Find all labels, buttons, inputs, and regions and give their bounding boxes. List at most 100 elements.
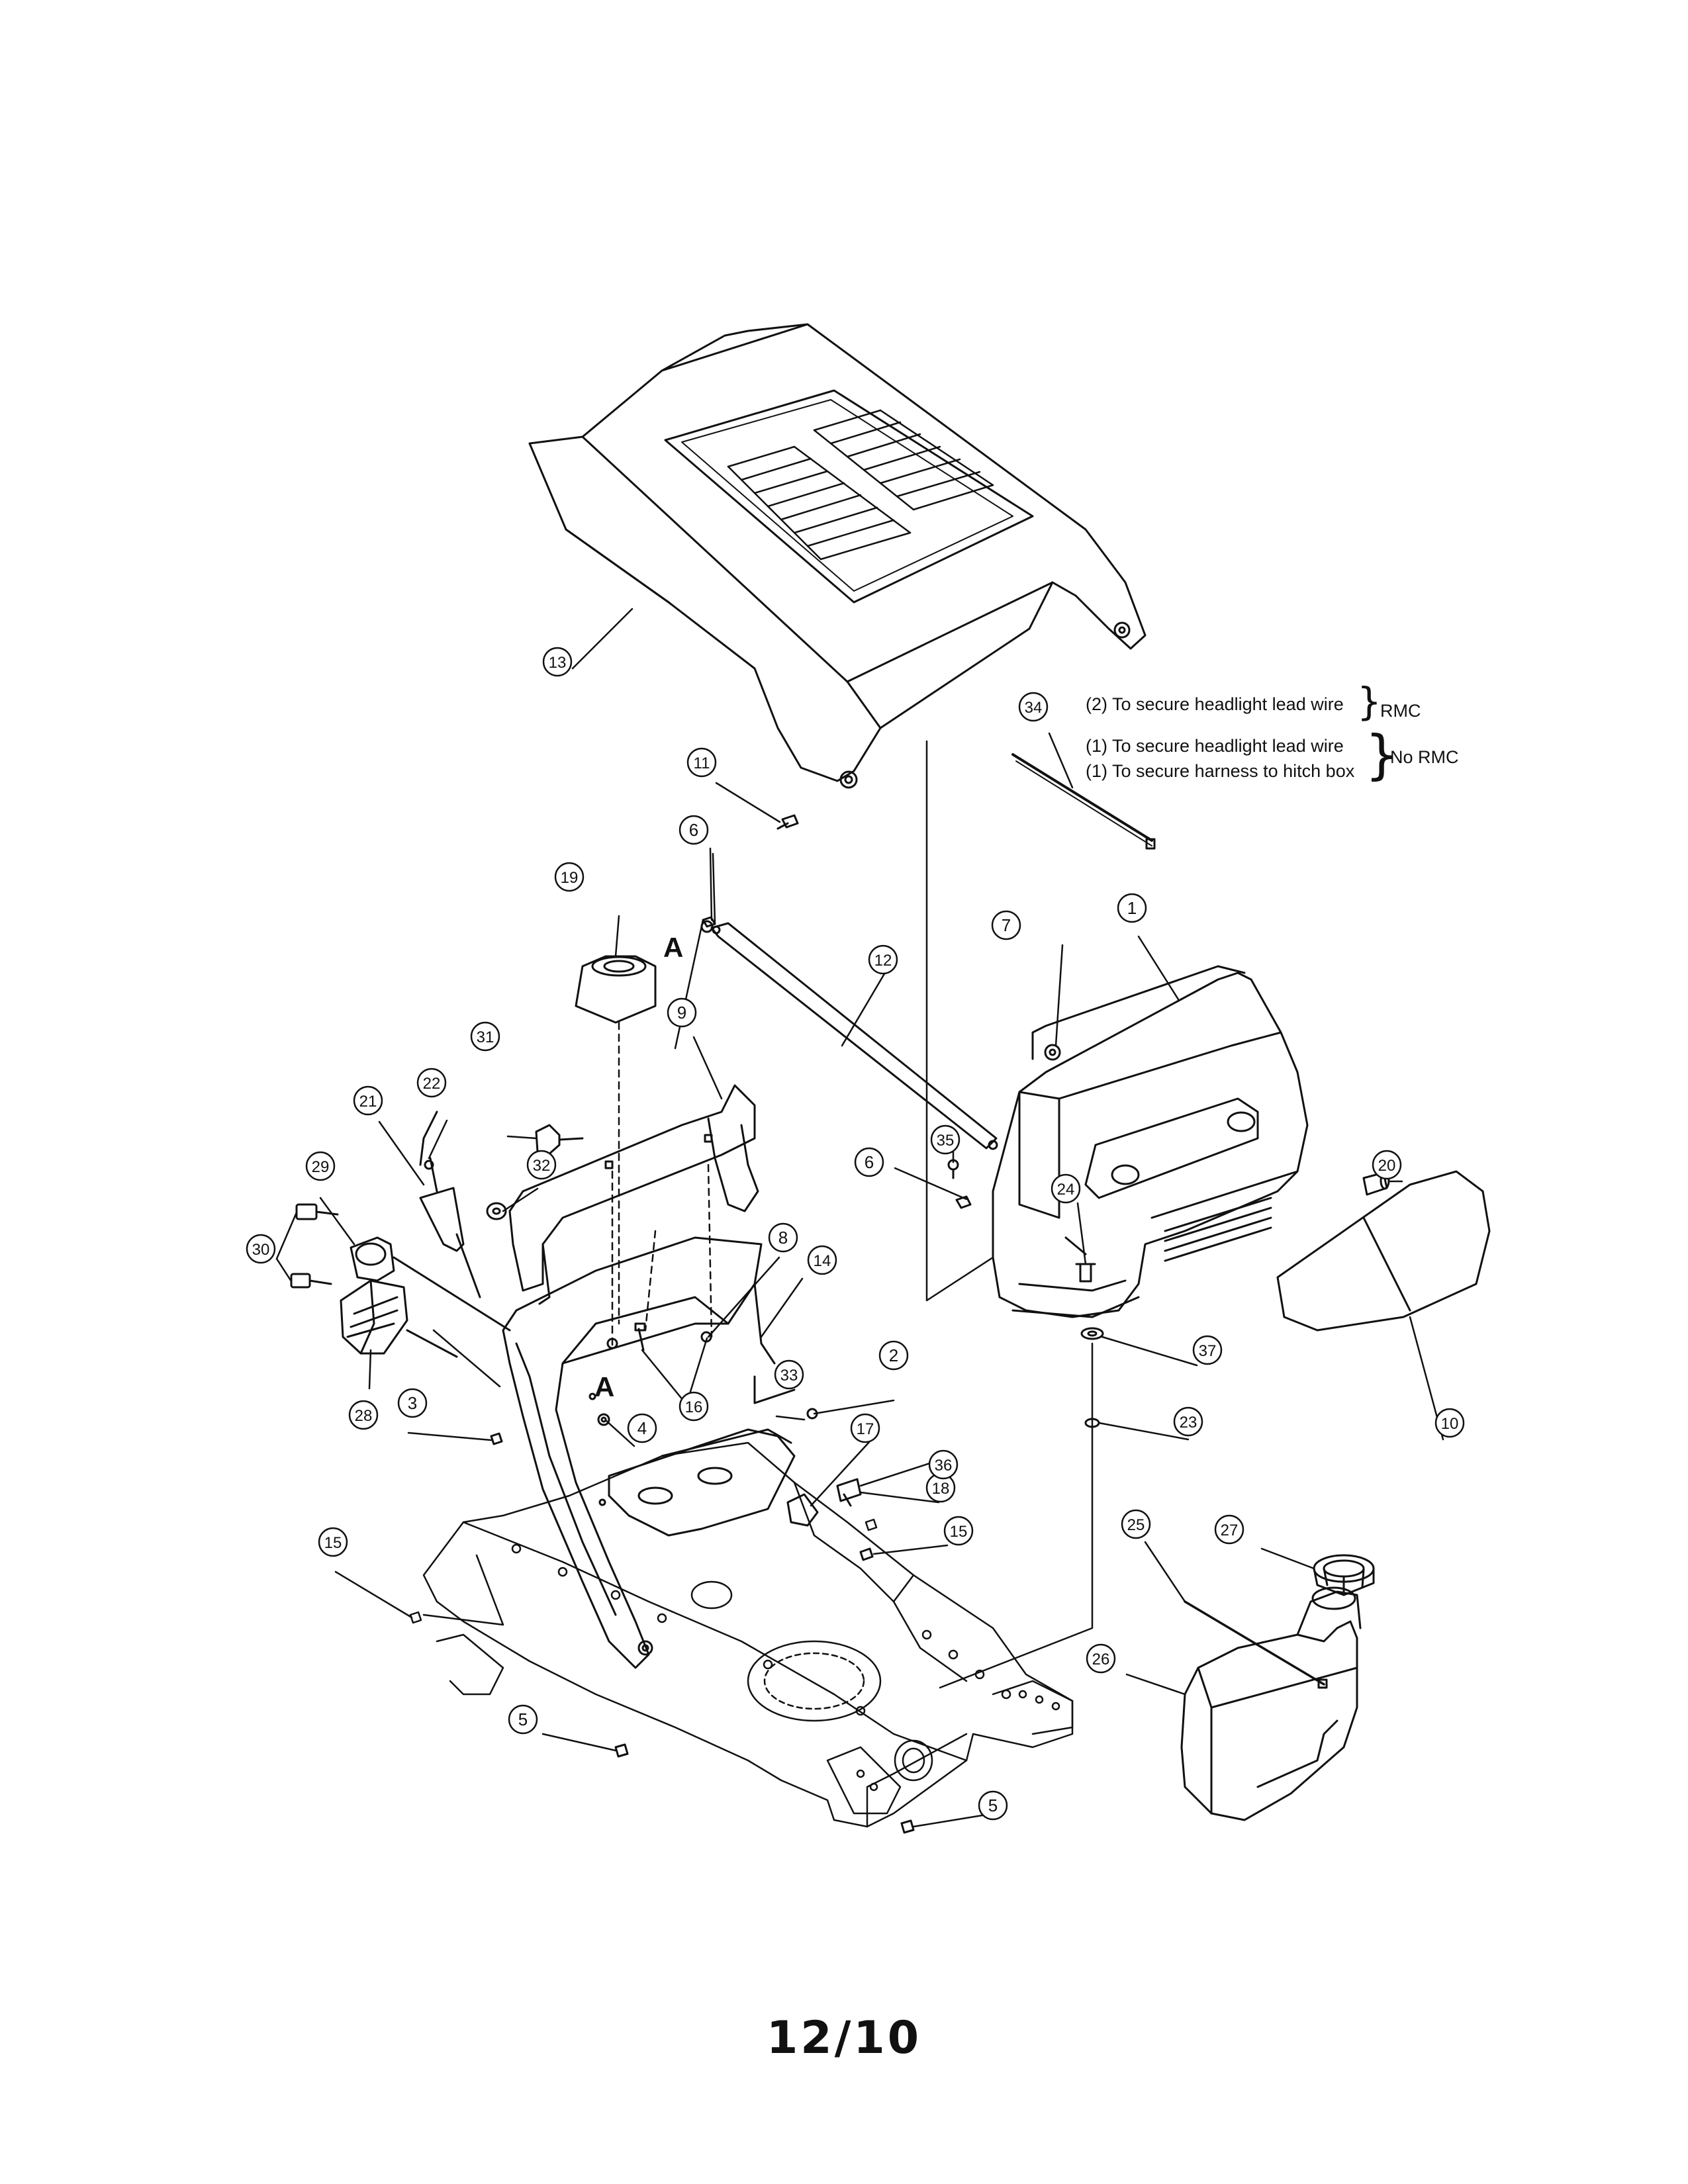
callout-group: 1234556678910111213141515161718192021222…	[246, 647, 1465, 1821]
callout-label: 2	[889, 1345, 898, 1365]
callout-label: 11	[694, 754, 710, 772]
callout-circle	[1192, 1335, 1223, 1365]
page-footer: 12/10	[766, 2012, 922, 2064]
callout-label: 24	[1057, 1181, 1075, 1199]
note-rmc-tag: RMC	[1380, 701, 1421, 721]
key-part	[290, 1203, 339, 1289]
callout-label: 5	[518, 1709, 528, 1729]
callout-circle	[943, 1516, 974, 1546]
callout-label: 6	[865, 1152, 874, 1172]
callout-label: 20	[1378, 1157, 1396, 1175]
callout-circle	[318, 1527, 348, 1557]
hood-rod-part	[700, 920, 998, 1150]
callout-label: 12	[874, 952, 892, 970]
callout-circle	[667, 997, 697, 1028]
callout-label: 1	[1127, 898, 1137, 918]
note-no-rmc-line-2: (1) To secure harness to hitch box	[1086, 761, 1355, 781]
callout-label: 3	[408, 1393, 417, 1413]
callout-label: 8	[778, 1228, 788, 1248]
brace-rmc: }	[1357, 679, 1382, 724]
callout-label: 13	[549, 654, 567, 672]
callout-circle	[978, 1790, 1008, 1821]
callout-circle	[397, 1388, 428, 1418]
callout-circle	[868, 944, 898, 975]
callout-circle	[686, 747, 717, 778]
callout-circle	[1051, 1173, 1081, 1204]
callout-label: 30	[252, 1241, 270, 1259]
hood-part	[528, 323, 1147, 789]
bracket-part	[608, 1375, 796, 1537]
callout-circle	[774, 1359, 804, 1390]
callout-label: 7	[1002, 915, 1011, 935]
fuel-cap-part	[1313, 1554, 1375, 1596]
callout-label: 36	[935, 1457, 953, 1475]
callout-label: 15	[324, 1534, 342, 1552]
callout-label: 35	[937, 1132, 955, 1150]
grommet-part	[1044, 1044, 1061, 1061]
note-rmc-line: (2) To secure headlight lead wire	[1086, 694, 1344, 714]
callout-label: 19	[561, 869, 579, 887]
callout-circle	[928, 1449, 959, 1480]
note-no-rmc-tag: No RMC	[1390, 747, 1459, 767]
callout-circle	[508, 1704, 538, 1735]
lens-part	[1276, 1170, 1491, 1332]
callout-label: 34	[1025, 699, 1043, 717]
callout-circle	[768, 1222, 798, 1253]
dash-cover-part	[575, 955, 657, 1024]
lever-part	[419, 1111, 481, 1298]
brace-no-rmc: }	[1365, 724, 1399, 786]
callout-label: 27	[1221, 1522, 1239, 1539]
callout-circle	[854, 1147, 884, 1177]
callout-label: 14	[814, 1252, 831, 1270]
callout-label: 37	[1199, 1342, 1217, 1360]
note-no-rmc-line-1: (1) To secure headlight lead wire	[1086, 736, 1344, 756]
callout-label: 22	[423, 1075, 441, 1093]
callout-circle	[470, 1021, 500, 1052]
callout-circle	[246, 1234, 276, 1264]
callout-circle	[930, 1124, 961, 1155]
callout-circle	[627, 1413, 657, 1443]
callout-circle	[679, 1391, 709, 1422]
grille-part	[992, 965, 1309, 1318]
ignition-switch-part	[350, 1236, 511, 1332]
callout-circle	[1117, 893, 1147, 923]
nut-part	[702, 916, 972, 1209]
callout-label: 18	[932, 1480, 950, 1498]
module-part	[340, 1279, 458, 1358]
callout-label: 15	[950, 1523, 968, 1541]
callout-label: 28	[355, 1407, 373, 1425]
callout-circle	[1018, 692, 1049, 722]
reference-line	[611, 1021, 713, 1348]
callout-circle	[526, 1150, 557, 1180]
clip-part	[1184, 1600, 1328, 1689]
fuel-tank-part	[1180, 1586, 1362, 1821]
callout-circle	[1086, 1643, 1116, 1674]
callout-circle	[807, 1245, 837, 1275]
callout-circle	[1173, 1406, 1203, 1437]
callout-circle	[542, 647, 573, 677]
callout-label: 31	[477, 1028, 494, 1046]
callout-label: 4	[637, 1418, 647, 1438]
reference-mark-a: A	[594, 1371, 615, 1402]
callout-label: 17	[857, 1420, 874, 1438]
steering-support-part	[502, 1236, 776, 1669]
frame-part	[409, 1441, 1074, 1828]
callout-circle	[348, 1400, 379, 1430]
screw-part	[776, 814, 799, 830]
callout-label: 25	[1127, 1516, 1145, 1534]
callout-circle	[305, 1151, 336, 1181]
leader-line	[422, 740, 1094, 1689]
cable-tie-part	[1011, 753, 1156, 850]
hardware-part	[490, 1322, 874, 1561]
callout-circle	[1121, 1509, 1151, 1539]
callout-circle	[1214, 1514, 1244, 1545]
washer-part	[1080, 1327, 1104, 1340]
callout-label: 29	[312, 1158, 330, 1176]
callout-label: 6	[689, 820, 698, 840]
reference-mark-a: A	[663, 932, 684, 963]
switch-part	[786, 1478, 862, 1527]
callout-circle	[679, 815, 709, 845]
callout-label: 32	[533, 1157, 551, 1175]
callout-label: 23	[1180, 1414, 1197, 1432]
